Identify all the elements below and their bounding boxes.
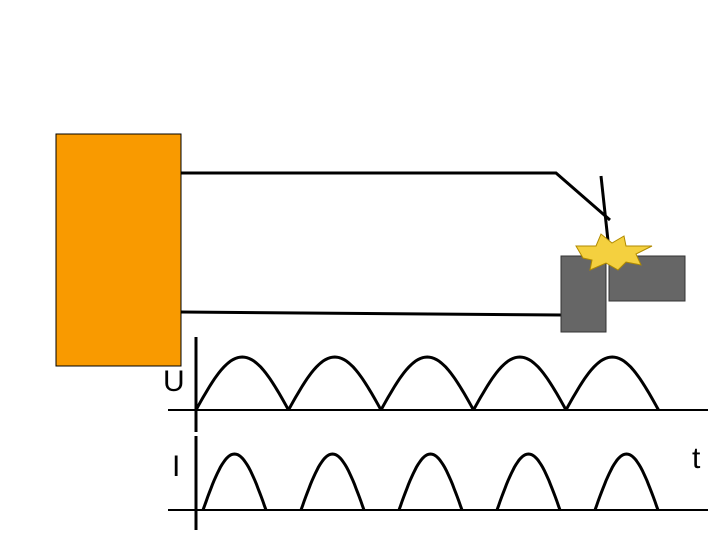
voltage-axis-label: U bbox=[163, 365, 185, 398]
power-source-block bbox=[55, 133, 182, 367]
lower-cable bbox=[180, 310, 563, 317]
time-axis-label: t bbox=[692, 442, 701, 475]
electrode bbox=[599, 175, 611, 251]
voltage-pulse bbox=[472, 355, 568, 411]
current-pulse bbox=[593, 452, 660, 511]
current-axis-label: I bbox=[172, 450, 180, 483]
voltage-pulse bbox=[379, 355, 475, 411]
workpiece-left bbox=[560, 255, 607, 333]
current-pulse bbox=[397, 452, 464, 511]
current-waveform bbox=[201, 452, 660, 511]
voltage-pulse bbox=[287, 355, 383, 411]
current-pulse bbox=[201, 452, 268, 511]
voltage-waveform bbox=[194, 355, 660, 411]
current-pulse bbox=[299, 452, 366, 511]
arc-spark bbox=[575, 233, 653, 271]
voltage-pulse bbox=[564, 355, 660, 411]
upper-cable bbox=[181, 171, 611, 222]
current-pulse bbox=[495, 452, 562, 511]
voltage-pulse bbox=[194, 355, 290, 411]
